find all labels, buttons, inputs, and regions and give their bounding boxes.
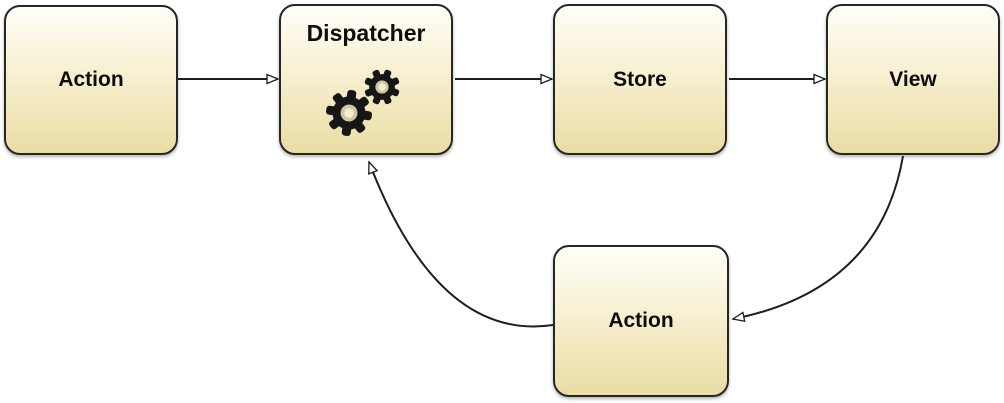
edge-action-bottom-to-dispatcher [368, 160, 554, 328]
node-action-bottom: Action [553, 245, 729, 397]
node-view-label: View [889, 67, 937, 91]
node-action-top-label: Action [58, 68, 124, 91]
node-action-top: Action [4, 5, 178, 155]
gears-icon [325, 69, 400, 137]
node-action-bottom-label: Action [608, 309, 674, 332]
node-view: View [826, 4, 1000, 155]
node-dispatcher: Dispatcher [279, 4, 453, 155]
node-dispatcher-label: Dispatcher [306, 20, 426, 46]
node-store: Store [553, 4, 727, 155]
edge-view-to-action-bottom [731, 155, 904, 323]
node-store-label: Store [613, 67, 667, 91]
